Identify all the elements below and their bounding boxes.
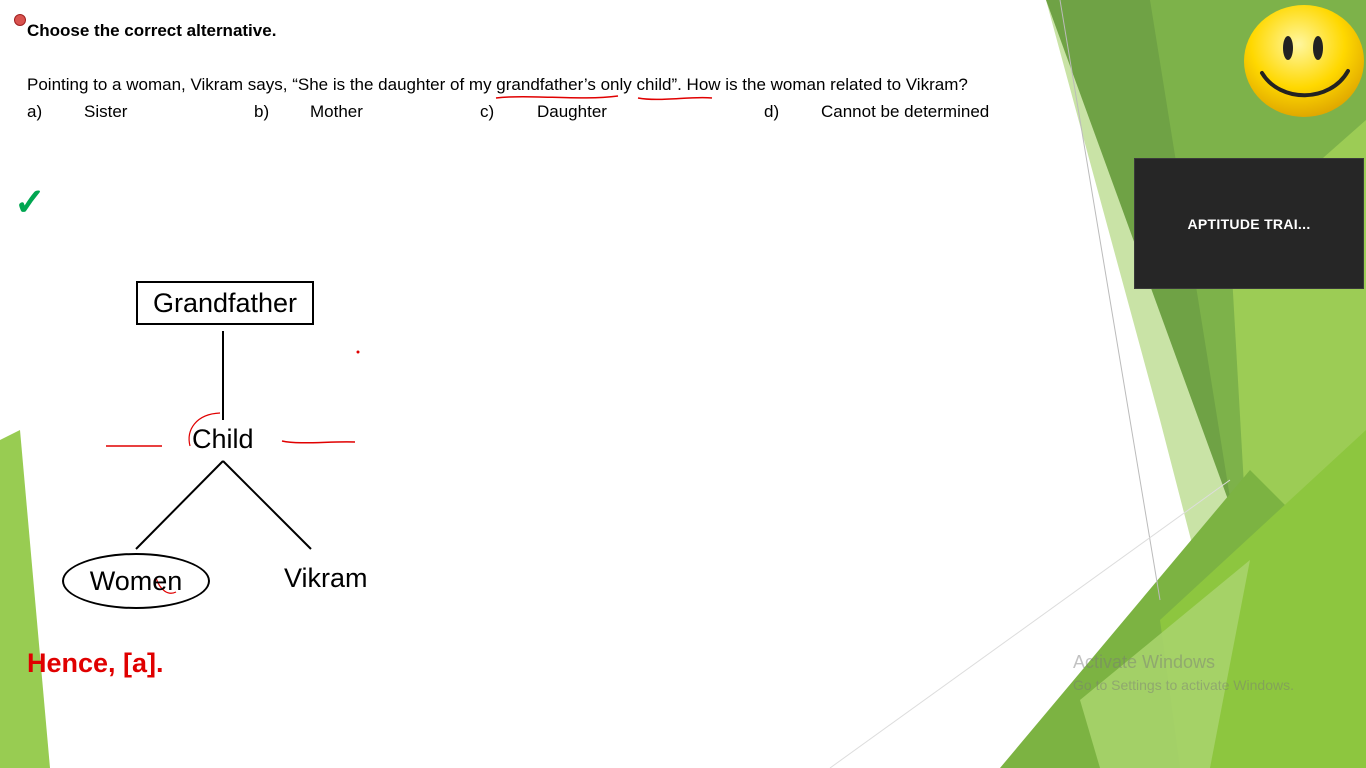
smiley-icon xyxy=(1244,5,1364,117)
activate-windows-subtitle: Go to Settings to activate Windows. xyxy=(1073,677,1294,693)
women-node: Women xyxy=(62,553,210,609)
option-b-letter: b) xyxy=(254,102,270,121)
option-a-text: Sister xyxy=(84,102,128,121)
record-indicator-icon xyxy=(14,14,26,26)
vikram-node-label: Vikram xyxy=(284,563,368,593)
slide-heading: Choose the correct alternative. xyxy=(27,21,277,40)
option-b-text: Mother xyxy=(310,102,363,121)
question-text: Pointing to a woman, Vikram says, “She i… xyxy=(27,75,968,94)
option-d-letter: d) xyxy=(764,102,780,121)
activate-windows-title: Activate Windows xyxy=(1073,652,1216,672)
option-c-text: Daughter xyxy=(537,102,607,121)
women-label: Women xyxy=(89,565,183,596)
option-d-text: Cannot be determined xyxy=(821,102,990,121)
family-tree-lines xyxy=(106,331,360,594)
option-a-letter: a) xyxy=(27,102,43,121)
check-icon: ✓ xyxy=(14,182,46,224)
participant-name: APTITUDE TRAI... xyxy=(1187,215,1311,232)
participant-video-tile[interactable]: APTITUDE TRAI... xyxy=(1134,158,1364,289)
grandfather-label: Grandfather xyxy=(152,287,298,318)
underline-annotation xyxy=(495,95,713,101)
answer-text: Hence, [a]. xyxy=(27,648,164,678)
option-c-letter: c) xyxy=(480,102,495,121)
child-node-label: Child xyxy=(192,424,254,454)
grandfather-node: Grandfather xyxy=(136,281,314,325)
